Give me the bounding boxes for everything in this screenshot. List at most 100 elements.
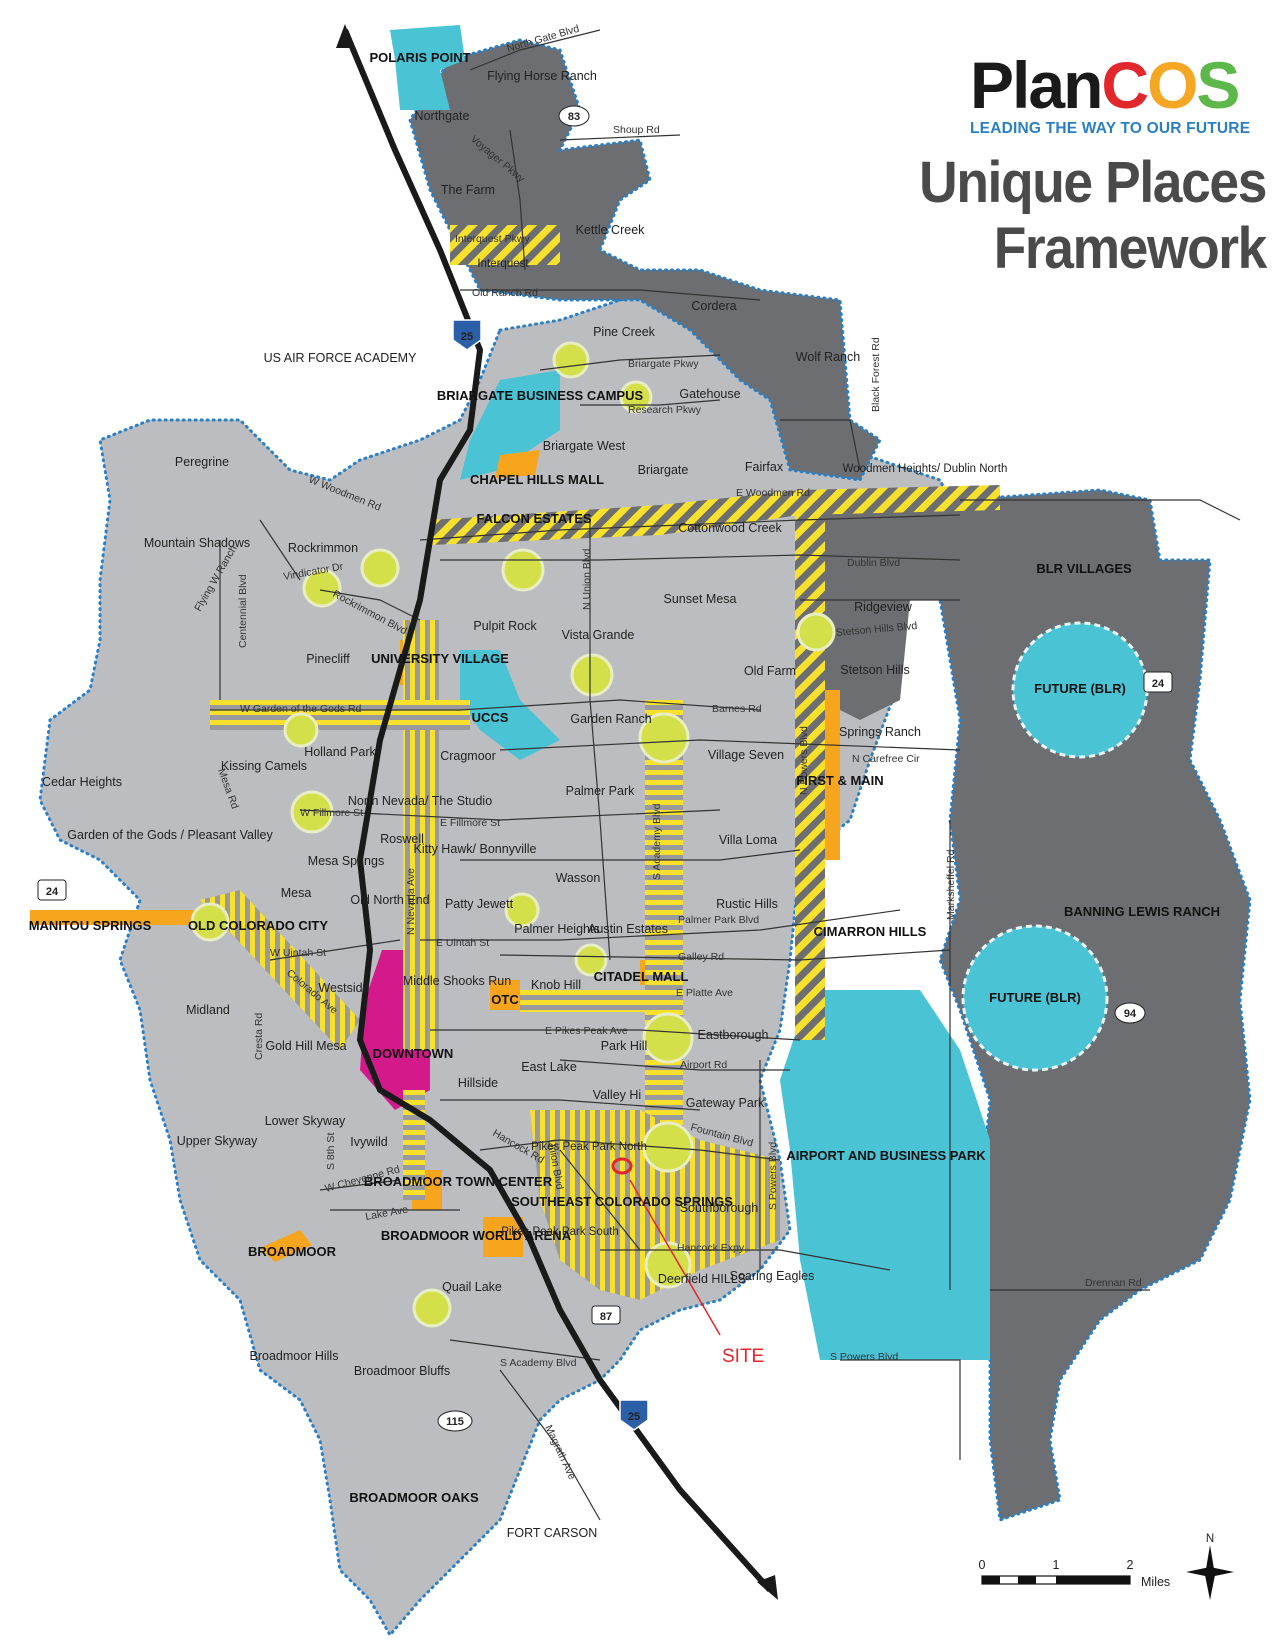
shield-label: 83: [568, 111, 580, 123]
activity-center-circle: [638, 712, 690, 764]
place-label: BROADMOOR WORLD ARENA: [381, 1228, 572, 1243]
activity-center-circle: [552, 341, 590, 379]
road-label: Old Ranch Rd: [472, 287, 538, 299]
chapel-hills-area: [495, 450, 540, 478]
place-label: POLARIS POINT: [369, 50, 470, 65]
title-line: Unique Places: [919, 150, 1267, 215]
place-label: Garden of the Gods / Pleasant Valley: [67, 828, 273, 842]
place-label: Village Seven: [708, 748, 784, 762]
place-label: Westside: [318, 981, 369, 995]
place-label: Palmer Park: [566, 784, 636, 798]
site-label: SITE: [722, 1346, 764, 1367]
plancos-logo: PlanCOS LEADING THE WAY TO OUR FUTURE: [970, 52, 1270, 138]
activity-center-circle: [283, 712, 319, 748]
place-label: Rockrimmon: [288, 541, 358, 555]
place-label: Vista Grande: [562, 628, 635, 642]
place-label: Gatehouse: [679, 387, 740, 401]
place-label: Old Farm: [744, 664, 796, 678]
place-label: Gold Hill Mesa: [265, 1039, 346, 1053]
logo-segment: C: [1101, 48, 1149, 122]
shield-sh87: 87: [591, 1305, 621, 1325]
place-label: BROADMOOR TOWN CENTER: [364, 1174, 553, 1189]
shield-label: 94: [1124, 1008, 1137, 1020]
activity-center-circle: [644, 1241, 692, 1289]
page-title: Unique Places Framework: [919, 150, 1267, 282]
place-label: Southborough: [680, 1201, 759, 1215]
place-label: Upper Skyway: [177, 1134, 258, 1148]
place-label: US AIR FORCE ACADEMY: [264, 351, 417, 365]
shield-us24-west: 24: [37, 879, 67, 901]
place-label: FUTURE (BLR): [989, 990, 1081, 1005]
place-label: Deerfield HILLS: [658, 1272, 746, 1286]
garden-gods-corridor: [210, 700, 470, 730]
place-label: Pikes Peak Park South: [501, 1226, 619, 1238]
place-label: FORT CARSON: [507, 1526, 598, 1540]
place-label: CITADEL MALL: [594, 969, 689, 984]
place-label: Pulpit Rock: [473, 619, 537, 633]
scale-tick-label: 2: [1127, 1558, 1134, 1572]
shield-label: 25: [628, 1411, 640, 1423]
interstate-25[interactable]: [342, 28, 773, 1593]
activity-center-circle: [190, 902, 230, 942]
future-blr-circle-south: [961, 924, 1109, 1072]
polaris-point-area: [390, 25, 465, 110]
place-label: Interquest: [477, 258, 529, 270]
place-label: Austin Estates: [588, 922, 668, 936]
place-label: Briargate: [638, 463, 689, 477]
shield-label: 24: [1152, 678, 1165, 690]
shield-label: 115: [446, 1416, 464, 1428]
activity-center-circle: [642, 1121, 694, 1173]
place-label: Kitty Hawk/ Bonnyville: [414, 842, 537, 856]
activity-center-circle: [642, 1012, 694, 1064]
place-label: Park Hill: [601, 1039, 648, 1053]
platte-corridor: [520, 990, 670, 1012]
logo-segment: Plan: [970, 48, 1103, 122]
nevada-south-corridor: [403, 1090, 425, 1200]
road-label: S 8th St: [325, 1133, 337, 1170]
place-label: Broadmoor Bluffs: [354, 1364, 450, 1378]
place-label: CHAPEL HILLS MALL: [470, 472, 604, 487]
place-label: Rustic Hills: [716, 897, 778, 911]
road-label: Palmer Park Blvd: [678, 914, 759, 926]
place-label: Old North End: [350, 893, 429, 907]
place-label: Quail Lake: [442, 1280, 502, 1294]
road-label: Hancock Expy: [677, 1242, 745, 1254]
road-label: Magrath Ave: [542, 1423, 578, 1481]
place-label: Roswell: [380, 832, 424, 846]
road-label: N Nevada Ave: [405, 868, 417, 935]
place-label: BROADMOOR: [248, 1244, 337, 1259]
road-label: Galley Rd: [678, 951, 724, 963]
road-label: Briargate Pkwy: [628, 358, 699, 370]
shield-i25-north: 25: [452, 319, 482, 351]
logo-segment: O: [1147, 48, 1198, 122]
road-label: N Union Blvd: [581, 549, 593, 610]
activity-center-circle: [360, 548, 400, 588]
place-label: Sunset Mesa: [664, 592, 737, 606]
road-label: Centennial Blvd: [237, 574, 249, 648]
activity-center-circle: [570, 653, 614, 697]
road-label: Interquest Pkwy: [455, 233, 530, 245]
place-label: BLR VILLAGES: [1036, 561, 1132, 576]
place-label: Pine Creek: [593, 325, 656, 339]
place-label: Lower Skyway: [265, 1114, 346, 1128]
road-label: Research Pkwy: [628, 404, 702, 416]
place-label: Broadmoor Hills: [250, 1349, 339, 1363]
place-label: Cordera: [691, 299, 736, 313]
place-label: The Farm: [441, 183, 495, 197]
place-label: Ridgeview: [854, 600, 913, 614]
north-label: N: [1206, 1533, 1214, 1545]
shield-us24-east: 24: [1143, 671, 1173, 693]
briargate-campus-area: [460, 370, 560, 480]
road-label: W Garden of the Gods Rd: [240, 703, 362, 715]
scale-tick-label: 1: [1053, 1558, 1060, 1572]
place-label: Fairfax: [745, 460, 784, 474]
place-label: Holland Park: [304, 745, 376, 759]
place-label: Briargate West: [543, 439, 626, 453]
place-label: Flying Horse Ranch: [487, 69, 597, 83]
otc-area: [490, 980, 520, 1010]
road-label: W Uintah St: [270, 947, 326, 959]
place-label: Peregrine: [175, 455, 229, 469]
broadmoor-area: [260, 1230, 312, 1262]
place-label: Soaring Eagles: [730, 1269, 815, 1283]
site-marker-circle[interactable]: [611, 1157, 633, 1175]
